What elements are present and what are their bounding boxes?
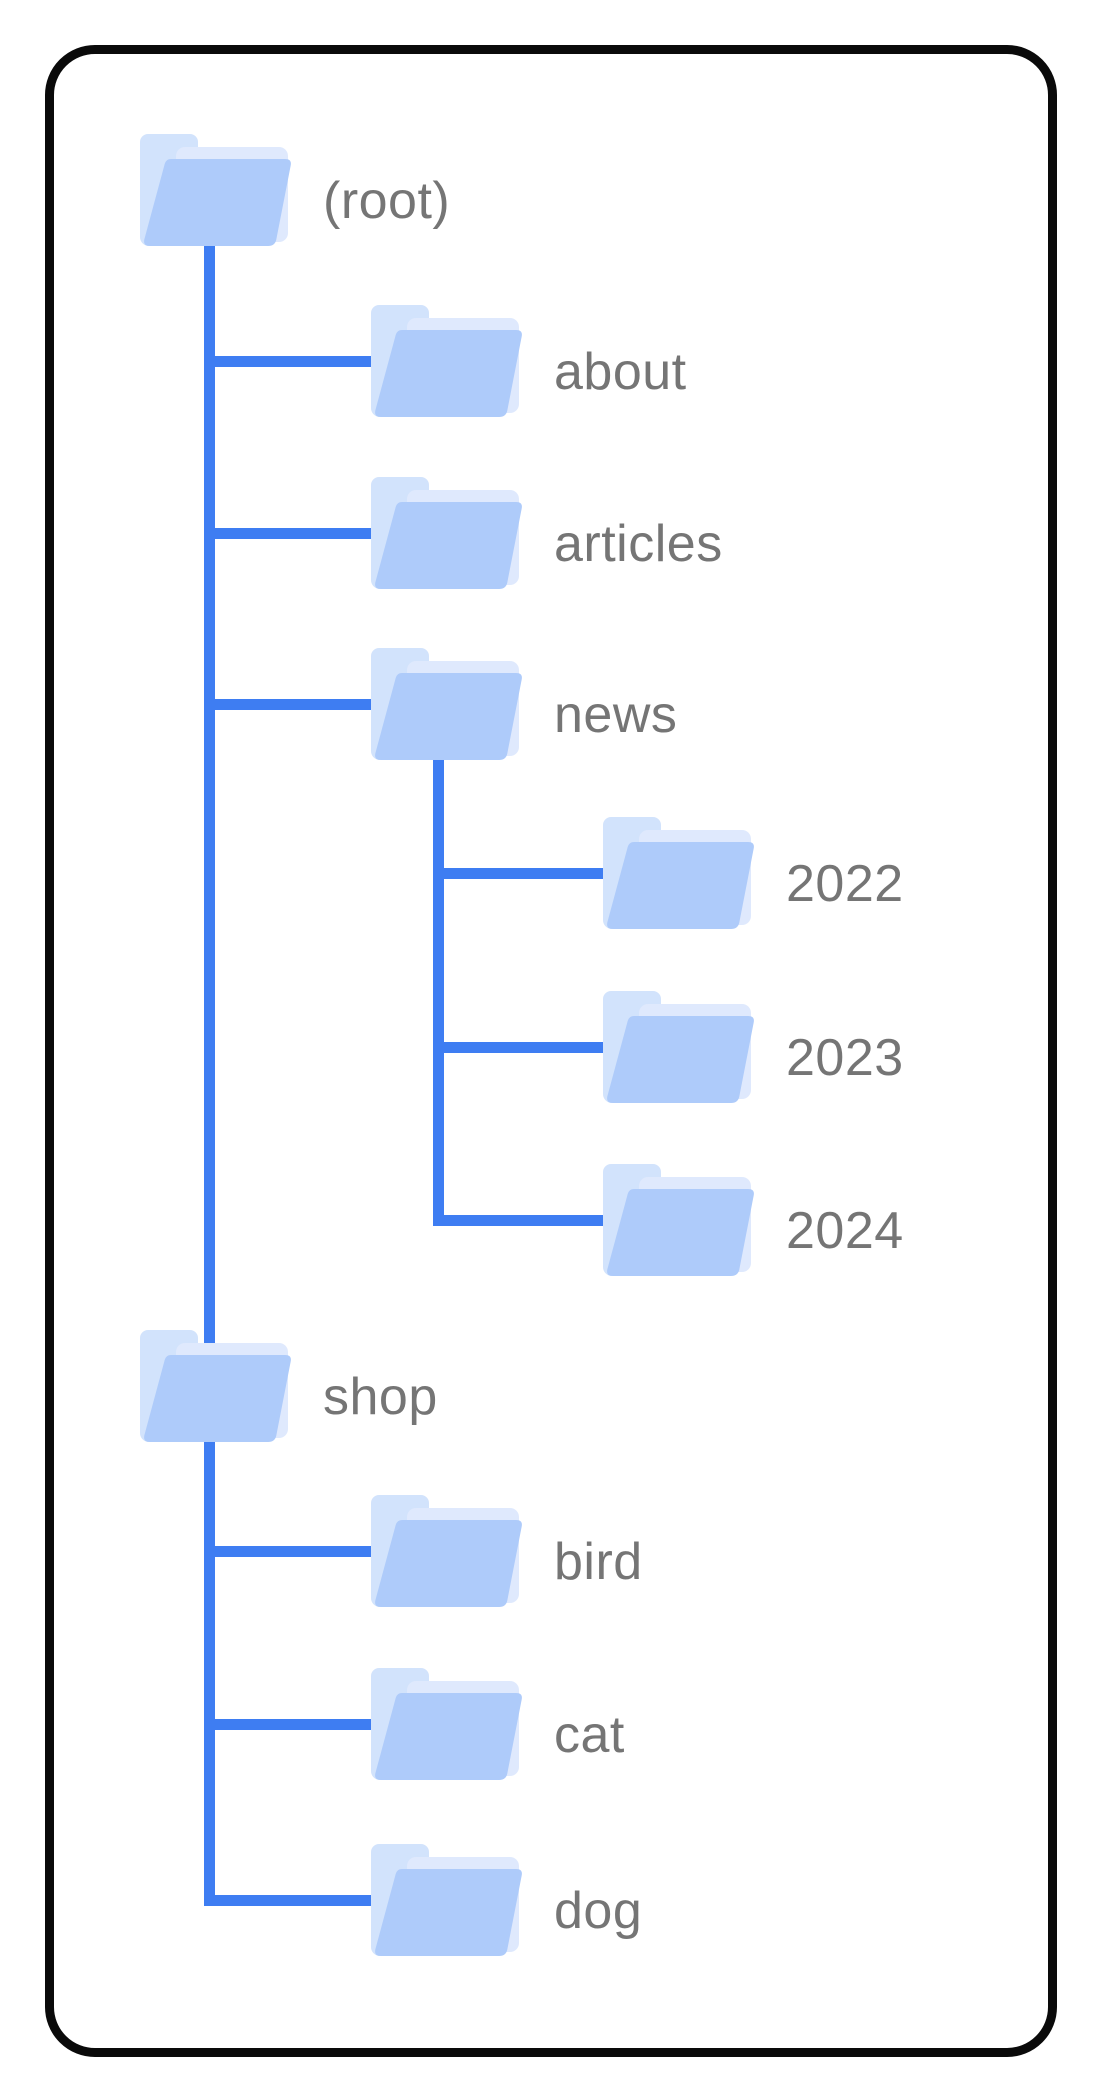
- tree-connector-branch: [204, 699, 400, 710]
- tree-connector-branch: [433, 868, 630, 879]
- tree-node-label-dog: dog: [554, 1882, 643, 1940]
- tree-node-label-articles: articles: [554, 515, 723, 573]
- tree-node-dog folder-icon: [371, 1844, 523, 1956]
- tree-node-2024 folder-icon: [603, 1164, 755, 1276]
- tree-connector-branch: [433, 1215, 630, 1226]
- tree-connector-branch: [204, 356, 400, 367]
- tree-node-label-cat: cat: [554, 1706, 625, 1764]
- tree-node-bird folder-icon: [371, 1495, 523, 1607]
- tree-node-2022 folder-icon: [603, 817, 755, 929]
- tree-node-label-shop: shop: [323, 1368, 438, 1426]
- tree-node-label-2022: 2022: [786, 855, 904, 913]
- tree-node-root folder-icon: [140, 134, 292, 246]
- tree-node-2023 folder-icon: [603, 991, 755, 1103]
- tree-connector-branch: [204, 1719, 400, 1730]
- tree-connector-trunk: [433, 756, 444, 1226]
- tree-connector-branch: [204, 1546, 400, 1557]
- tree-node-label-root: (root): [323, 172, 451, 230]
- tree-node-news folder-icon: [371, 648, 523, 760]
- tree-node-cat folder-icon: [371, 1668, 523, 1780]
- tree-node-label-2023: 2023: [786, 1029, 904, 1087]
- tree-connector-branch: [433, 1042, 630, 1053]
- tree-connector-trunk: [204, 244, 215, 1906]
- tree-node-label-2024: 2024: [786, 1202, 904, 1260]
- tree-node-about folder-icon: [371, 305, 523, 417]
- tree-node-label-bird: bird: [554, 1533, 643, 1591]
- tree-connector-branch: [204, 528, 400, 539]
- tree-connector-branch: [204, 1895, 400, 1906]
- tree-node-label-about: about: [554, 343, 687, 401]
- tree-node-articles folder-icon: [371, 477, 523, 589]
- tree-node-shop folder-icon: [140, 1330, 292, 1442]
- tree-node-label-news: news: [554, 686, 678, 744]
